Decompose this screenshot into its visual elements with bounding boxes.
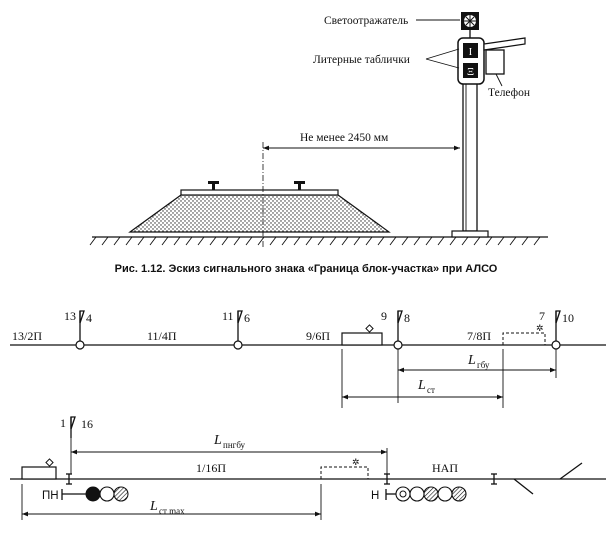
- scheme-bottom: 1 16 ✲ 1/16П НАП ПН: [10, 416, 606, 520]
- phone-box: [485, 49, 505, 75]
- train-block-dashed: [502, 332, 546, 345]
- phone-roof: [483, 37, 526, 51]
- signal-number: 9: [381, 309, 387, 323]
- ballast-prism: [128, 194, 391, 233]
- signal-7: 7 10: [539, 309, 574, 350]
- plate-bottom: [463, 63, 478, 78]
- svg-text:✲: ✲: [352, 457, 360, 467]
- dim-st-label: L: [417, 378, 426, 393]
- train-marker: [365, 324, 374, 333]
- signal-number: 13: [64, 309, 76, 323]
- signal-number: 1: [60, 416, 66, 430]
- sleeper: [180, 189, 339, 196]
- dim-gbu-label: L: [467, 353, 476, 368]
- section-label: 7/8П: [467, 329, 491, 343]
- signal-number: 11: [222, 309, 234, 323]
- plate-bottom-glyph: Ξ: [467, 66, 474, 78]
- signal-pn: ПН: [42, 486, 129, 502]
- svg-text:✲: ✲: [536, 323, 544, 333]
- section-label: 11/4П: [147, 329, 177, 343]
- signal-n-label: Н: [371, 490, 379, 502]
- section-label: 1/16П: [196, 461, 226, 475]
- plates-label: Литерные таблички: [313, 54, 410, 66]
- phone-label: Телефон: [488, 87, 530, 99]
- signal-flag: 16: [81, 417, 93, 431]
- signal-number: 7: [539, 309, 545, 323]
- dim-st-sub: ст: [427, 385, 435, 395]
- mast-foundation: [451, 230, 489, 238]
- signal-13: 13 4: [64, 309, 92, 350]
- sign-mast: [462, 81, 478, 232]
- signal-1: 1 16: [60, 416, 93, 438]
- signal-flag: 6: [244, 311, 250, 325]
- section-label: 9/6П: [306, 329, 330, 343]
- reflector-label: Светоотражатель: [324, 15, 408, 27]
- signal-n: Н: [371, 486, 467, 502]
- signal-flag: 10: [562, 311, 574, 325]
- sign-sketch: Не менее 2450 мм Ι Ξ Светоотражатель Лит…: [89, 12, 548, 275]
- signal-flag: 4: [86, 311, 92, 325]
- turnout-branch: [513, 478, 534, 495]
- signal-11: 11 6: [222, 309, 250, 350]
- dim-gbu-sub: гбу: [477, 360, 490, 370]
- distance-label: Не менее 2450 мм: [300, 132, 389, 144]
- insulating-joint: [491, 473, 497, 485]
- train-block: [341, 332, 383, 346]
- rail-left: [208, 181, 219, 190]
- dim-stmax-sub: ст max: [159, 506, 185, 516]
- station-label: НАП: [432, 461, 458, 475]
- section-label: 13/2П: [12, 329, 42, 343]
- train-marker: [45, 458, 54, 467]
- signal-9: 9 8: [381, 309, 410, 350]
- signal-pn-label: ПН: [42, 490, 59, 502]
- plate-top: [463, 43, 478, 58]
- train-block-dashed: [320, 466, 369, 479]
- train-block: [21, 466, 57, 480]
- signal-flag: 8: [404, 311, 410, 325]
- dim-pngbu-sub: пнгбу: [223, 440, 246, 450]
- turnout-branch: [559, 462, 583, 480]
- reflector-rays: [464, 15, 476, 27]
- plate-top-glyph: Ι: [469, 46, 473, 58]
- scheme-top: 13 4 11 6 9 8 7 10 13/2П 11/4П: [10, 309, 606, 408]
- dim-stmax-label: L: [149, 499, 158, 514]
- rail-right: [294, 181, 305, 190]
- figure-caption: Рис. 1.12. Эскиз сигнального знака «Гран…: [115, 263, 498, 275]
- dim-pngbu-label: L: [213, 433, 222, 448]
- ground-hatching: [89, 236, 541, 246]
